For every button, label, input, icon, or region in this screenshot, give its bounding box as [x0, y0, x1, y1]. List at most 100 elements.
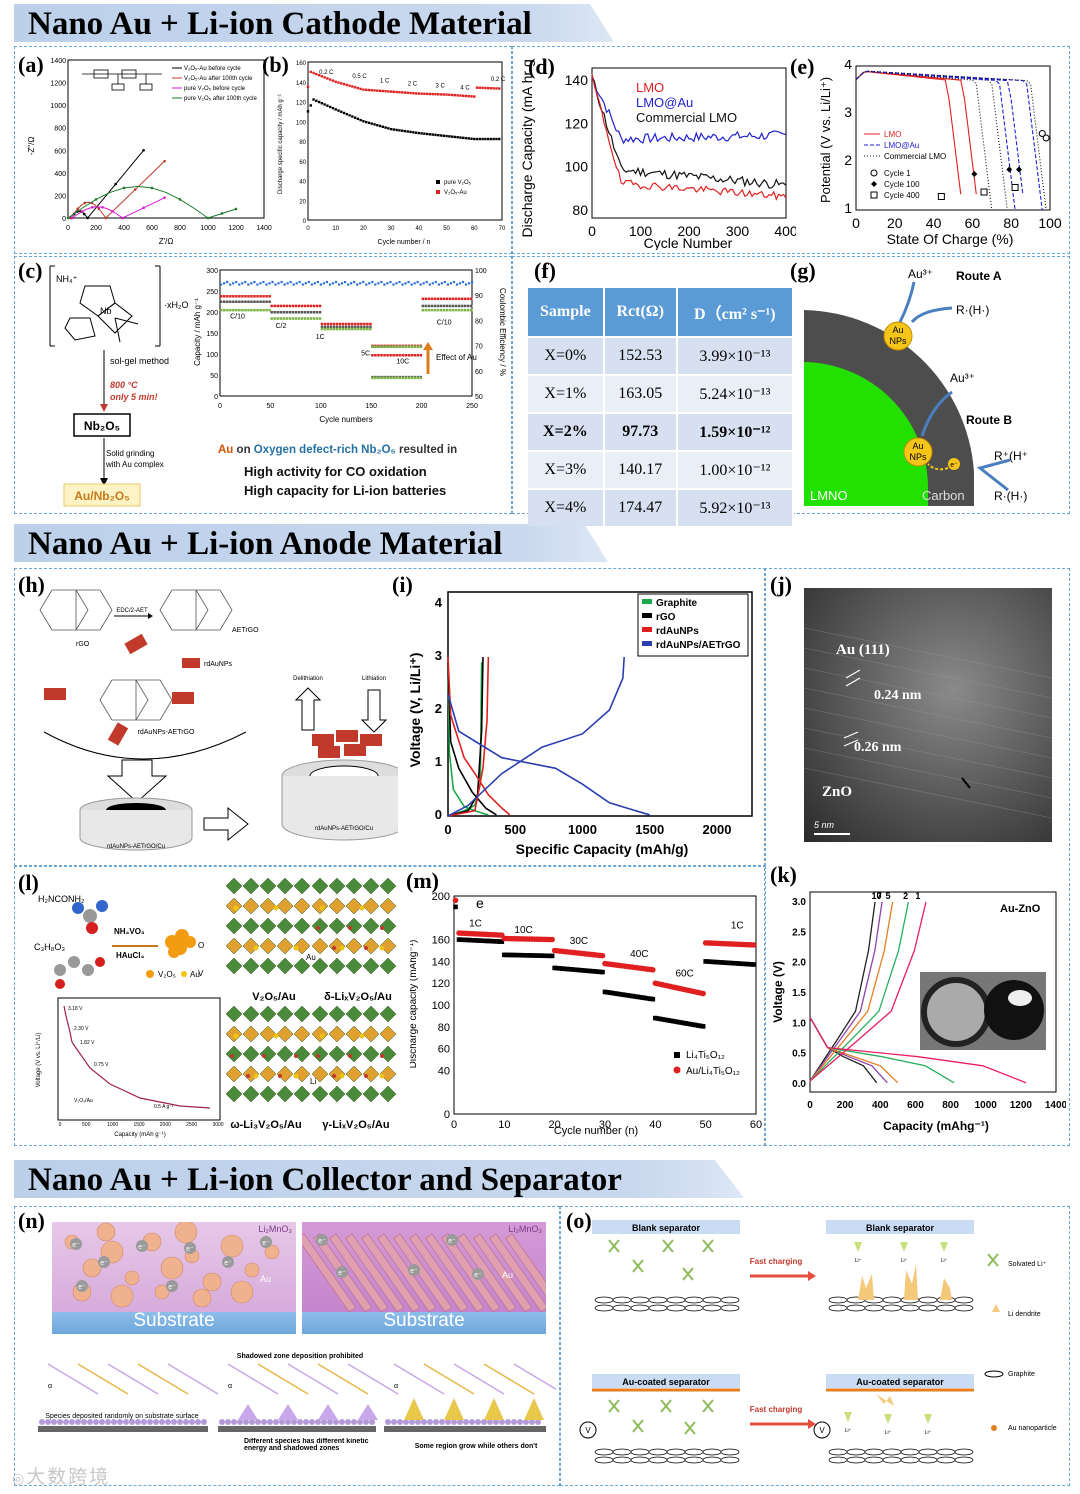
- capacity-point-au: [407, 354, 410, 357]
- capacity-point-pristine: [276, 311, 279, 314]
- data-point-pure: [351, 115, 354, 118]
- graphite-layer: [648, 1448, 668, 1456]
- reagent-label: EDC/2-AET: [116, 608, 148, 614]
- charge-curve: [855, 70, 1016, 211]
- capacity-point-green: [454, 308, 458, 312]
- charge-cycle: [809, 901, 876, 1082]
- capacity-point-green: [294, 317, 298, 320]
- data-point-lto: [507, 952, 512, 958]
- urea-label: H₂NCONH₂: [38, 894, 85, 904]
- panel-j-tem-image: Au (111) 0.24 nm 0.26 nm ZnO 5 nm: [804, 588, 1052, 842]
- deposit-atom: [415, 1419, 421, 1425]
- polyhedron: [276, 1005, 294, 1023]
- y-tick-label: 250: [206, 289, 218, 296]
- au-label: Au: [502, 1270, 514, 1280]
- data-point-lto: [653, 1015, 658, 1021]
- capacity-point-green: [312, 317, 316, 320]
- data-point-pure: [387, 127, 390, 130]
- deposit-atom: [87, 1419, 93, 1425]
- polyhedron: [242, 1045, 260, 1063]
- data-point-lto: [562, 966, 568, 972]
- flux-line: [513, 1363, 556, 1391]
- legend-entry: V₂O₅-Au before cycle: [184, 66, 241, 72]
- data-point: [206, 216, 210, 220]
- deposit-atom: [225, 1419, 231, 1425]
- polyhedron: [345, 957, 363, 975]
- electron: [98, 1256, 110, 1268]
- struct-label-gamma: γ-LiₓV₂O₅/Au: [322, 1119, 389, 1131]
- capacity-point-au: [256, 295, 259, 298]
- polyhedron: [379, 1045, 397, 1063]
- deposit-atom: [505, 1419, 511, 1425]
- data-point: [142, 148, 145, 152]
- capacity-point-green: [256, 308, 259, 312]
- x-tick-label: 2000: [703, 822, 732, 837]
- capacity-point-pristine: [241, 300, 244, 303]
- deposit-atom: [135, 1419, 141, 1425]
- legend-au: V₂O₅-Au: [444, 190, 467, 196]
- li-atom: [316, 926, 320, 930]
- data-point-lto: [502, 952, 507, 958]
- graphite-layer: [684, 1304, 704, 1312]
- legend-commercial: Commercial LMO: [636, 110, 737, 125]
- data-point-au: [467, 94, 470, 98]
- polyhedron: [293, 917, 311, 935]
- data-point-au: [486, 86, 490, 90]
- x-tick-label: 30: [599, 1119, 611, 1131]
- key-li: Solvated Li⁺: [1008, 1261, 1047, 1268]
- electron: [408, 1264, 420, 1276]
- y-tick-label: 100: [206, 352, 218, 359]
- header-blank-2: [826, 1220, 974, 1234]
- au-particle: [82, 1258, 102, 1278]
- capacity-point-green: [300, 317, 304, 320]
- data-point-au: [425, 92, 429, 96]
- data-point-lto: [491, 938, 497, 944]
- capacity-point-pristine: [220, 300, 223, 303]
- li-ion-arrow-icon: [854, 1242, 862, 1252]
- nyquist-curve: [71, 197, 165, 219]
- x-tick-label: 1000: [107, 1122, 118, 1128]
- series-lmo: [591, 73, 787, 201]
- y-tick-label: 140: [296, 81, 307, 87]
- deposit-atom: [285, 1419, 291, 1425]
- cycle-label: 10: [872, 891, 882, 901]
- y-tick-label: 40: [299, 180, 306, 186]
- data-point-pure: [445, 134, 448, 138]
- capacity-point-green: [285, 317, 289, 320]
- data-point-lto: [708, 959, 713, 965]
- data-point-lto: [602, 989, 608, 995]
- flux-line: [483, 1363, 535, 1395]
- au-particle: [96, 1222, 116, 1242]
- data-point-lto: [575, 967, 580, 973]
- data-point: [94, 198, 98, 201]
- capacity-point-pristine: [430, 304, 434, 308]
- marker-cycle400: Cycle 400: [884, 191, 920, 200]
- capacity-point-green: [442, 308, 446, 312]
- efficiency-point: [319, 283, 322, 286]
- li-ion-arrow-icon: [900, 1242, 908, 1252]
- capacity-point-au: [448, 297, 452, 301]
- data-point-au: [475, 86, 479, 89]
- solvated-li-icon: [632, 1419, 644, 1433]
- panel-label-a: (a): [18, 52, 44, 77]
- rdaunp-block: [172, 692, 194, 704]
- data-point: [82, 212, 86, 216]
- au-plane-label: Au (111): [836, 642, 890, 658]
- graphite-layer: [594, 1304, 614, 1312]
- capacity-point-green: [424, 308, 428, 312]
- struct-label-omega: ω-Li₃V₂O₅/Au: [230, 1119, 301, 1131]
- efficiency-point: [274, 283, 277, 286]
- urea-n-atom: [96, 900, 108, 912]
- capacity-point-green: [395, 345, 398, 348]
- x-tick-label: 60: [965, 215, 981, 231]
- rate-label: 3 C: [435, 84, 445, 90]
- capacity-point-green: [282, 317, 285, 320]
- polyhedron: [311, 877, 329, 895]
- graphite-layer: [648, 1304, 668, 1312]
- data-point-au: [453, 93, 457, 97]
- data-point-lto: [620, 992, 625, 997]
- capacity-point-green: [253, 308, 256, 312]
- efficiency-point: [310, 283, 313, 286]
- efficiency-point: [250, 282, 253, 285]
